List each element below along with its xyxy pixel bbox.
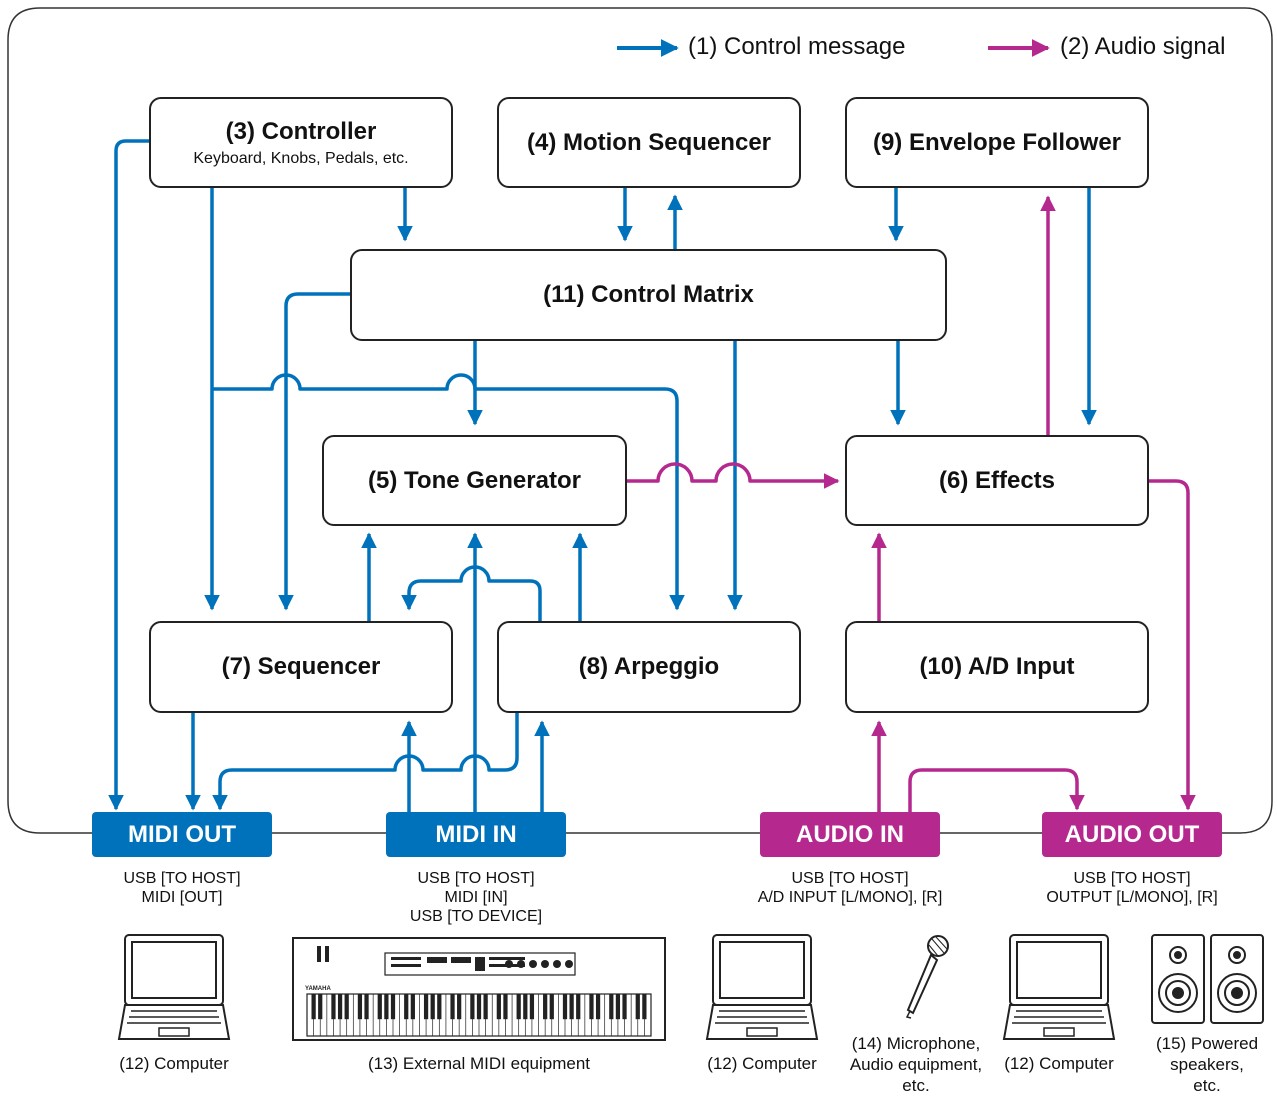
computer-label: (12) Computer	[707, 1054, 817, 1073]
controller-to-arpeggio	[212, 373, 685, 611]
midi-out-port: MIDI OUT	[92, 812, 272, 857]
controller-subtitle: Keyboard, Knobs, Pedals, etc.	[193, 149, 409, 167]
sequencer-block: (7) Sequencer	[149, 621, 453, 713]
legend-control: (1) Control message	[688, 33, 905, 61]
microphone-icon	[905, 935, 949, 1019]
effects-to-audio-out	[1148, 479, 1196, 811]
controller-title: (3) Controller	[225, 117, 377, 145]
tone-generator-title: (5) Tone Generator	[368, 466, 581, 494]
legend-audio: (2) Audio signal	[1060, 33, 1225, 61]
speaker-icon	[1151, 934, 1205, 1024]
microphone-label: (14) Microphone, Audio equipment, etc.	[849, 1034, 983, 1095]
tone-to-effects	[626, 462, 840, 489]
sequencer-title: (7) Sequencer	[221, 653, 381, 680]
audio-out-port: AUDIO OUT	[1042, 812, 1222, 857]
envelope-follower-block: (9) Envelope Follower	[845, 97, 1149, 188]
svg-text:YAMAHA: YAMAHA	[305, 986, 331, 992]
laptop-icon	[705, 934, 819, 1040]
computer-label: (12) Computer	[119, 1054, 229, 1073]
outer-frame	[7, 7, 1273, 834]
audio-in-connections: USB [TO HOST] A/D INPUT [L/MONO], [R]	[757, 870, 943, 906]
computer-label: (12) Computer	[1004, 1054, 1114, 1073]
matrix-to-sequencer	[278, 292, 352, 611]
legend-audio-label: (2) Audio signal	[1060, 33, 1226, 60]
arpeggio-title: (8) Arpeggio	[578, 653, 720, 680]
audio-in-port: AUDIO IN	[760, 812, 940, 857]
envelope-follower-title: (9) Envelope Follower	[872, 128, 1122, 156]
motion-sequencer-title: (4) Motion Sequencer	[526, 128, 772, 156]
tone-generator-block: (5) Tone Generator	[322, 435, 627, 526]
ad-input-title: (10) A/D Input	[919, 653, 1075, 680]
midi-in-port: MIDI IN	[386, 812, 566, 857]
control-matrix-block: (11) Control Matrix	[350, 249, 947, 341]
external-midi-label: (13) External MIDI equipment	[367, 1054, 591, 1073]
audio-lines	[626, 195, 1196, 812]
speakers-label: (15) Powered speakers, etc.	[1155, 1034, 1259, 1095]
effects-block: (6) Effects	[845, 435, 1149, 526]
audio-out-connections: USB [TO HOST] OUTPUT [L/MONO], [R]	[1046, 870, 1218, 906]
control-lines	[108, 139, 1097, 812]
ad-input-block: (10) A/D Input	[845, 621, 1149, 713]
legend-control-label: (1) Control message	[688, 33, 906, 60]
speaker-icon	[1210, 934, 1264, 1024]
arpeggio-block: (8) Arpeggio	[497, 621, 801, 713]
effects-title: (6) Effects	[938, 466, 1056, 494]
midi-in-connections: USB [TO HOST] MIDI [IN] USB [TO DEVICE]	[409, 870, 543, 925]
audio-in-to-audio-out	[908, 768, 1085, 812]
motion-sequencer-block: (4) Motion Sequencer	[497, 97, 801, 188]
midi-out-connections: USB [TO HOST] MIDI [OUT]	[123, 870, 241, 906]
controller-to-midi-out	[108, 139, 150, 811]
laptop-icon	[117, 934, 231, 1040]
arpeggio-to-midi-out	[212, 712, 519, 811]
laptop-icon	[1002, 934, 1116, 1040]
control-matrix-title: (11) Control Matrix	[543, 281, 754, 308]
controller-block: (3) Controller Keyboard, Knobs, Pedals, …	[149, 97, 453, 188]
midi-keyboard-icon: YAMAHA	[292, 937, 666, 1041]
